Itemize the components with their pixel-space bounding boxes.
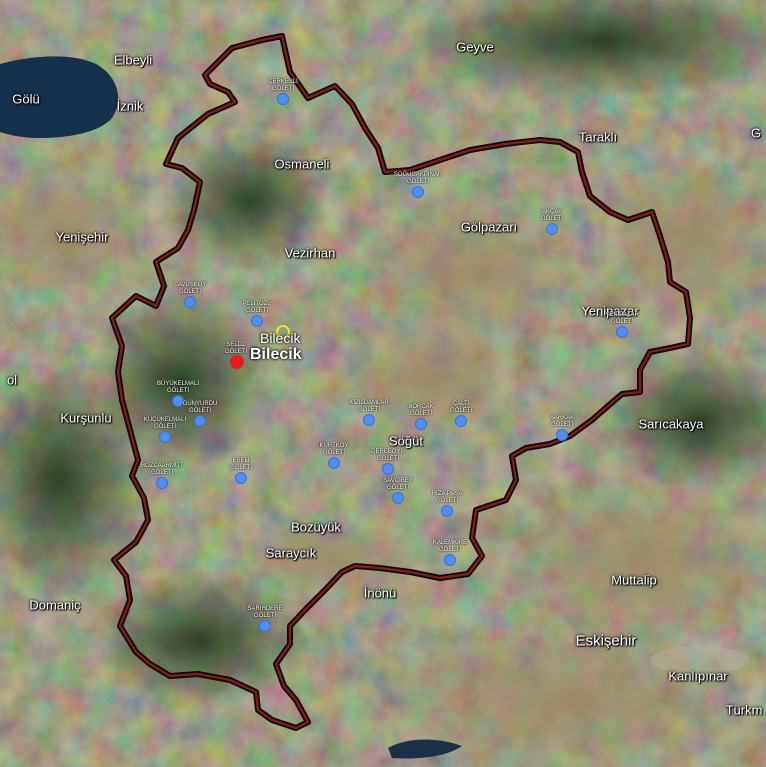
place-label-golpazari: Gölpazarı bbox=[460, 219, 518, 235]
dam-marker-kalemkire[interactable] bbox=[444, 554, 456, 566]
dam-marker-calti[interactable] bbox=[455, 415, 467, 427]
dam-label-eseli: ESELİ GÖLETİ bbox=[229, 458, 253, 471]
dam-label-sarihdere: SARIHDERE GÖLETİ bbox=[247, 606, 283, 619]
place-label-muttalip: Muttalip bbox=[611, 572, 657, 588]
dam-marker-akcay[interactable] bbox=[546, 223, 558, 235]
dam-label-cerkesli: ÇERKESLİ GÖLETİ bbox=[268, 79, 298, 92]
city-label-big: Bilecik bbox=[250, 346, 302, 363]
dam-label-kizildamlar: KIZILDAMLAR GÖLETİ bbox=[349, 400, 389, 413]
place-label-bozuyuk: Bozüyük bbox=[291, 519, 341, 535]
dam-label-kalemkire: KALEMKİRE GÖLETİ bbox=[432, 540, 468, 553]
dam-label-buyukelmali: BÜYÜKELMALI GÖLETİ bbox=[156, 381, 200, 394]
place-label-ol: ol bbox=[6, 372, 18, 388]
dam-label-kucukelmali: KÜÇÜKELMALI GÖLETİ bbox=[143, 417, 187, 430]
place-label-osmaneli: Osmaneli bbox=[274, 156, 330, 172]
place-label-sogut: Söğüt bbox=[389, 433, 423, 449]
dam-label-calti: ÇALTI GÖLETİ bbox=[449, 401, 473, 414]
dam-marker-borcak[interactable] bbox=[415, 418, 427, 430]
dam-label-yenipazar_d: YENİPAZAR GÖLETİ bbox=[605, 312, 639, 325]
dam-label-borcak: BORÇAK GÖLETİ bbox=[408, 404, 434, 417]
place-label-inonu: İnönü bbox=[363, 585, 397, 601]
place-label-elbeyli: Elbeyli bbox=[113, 52, 153, 68]
place-label-yenisehir: Yenişehir bbox=[55, 229, 109, 245]
dam-label-sarkak: ŞARKAK GÖLETİ bbox=[549, 415, 575, 428]
dam-label-dereboyu: DEREBOYU GÖLETİ bbox=[371, 449, 405, 462]
place-label-iznik: İznik bbox=[116, 98, 144, 114]
dam-label-savcibey: SAVCIBEY GÖLETİ bbox=[383, 478, 413, 491]
center-marker[interactable] bbox=[230, 355, 244, 369]
place-label-saraycik: Saraycık bbox=[265, 545, 317, 561]
place-label-g: G bbox=[750, 125, 762, 141]
dam-marker-dereboyu[interactable] bbox=[382, 463, 394, 475]
dam-marker-savcibey[interactable] bbox=[392, 492, 404, 504]
dam-marker-eseli[interactable] bbox=[235, 472, 247, 484]
dam-marker-sogucakpinar[interactable] bbox=[412, 186, 424, 198]
dam-label-pelitozu: PELİTÖZÜ GÖLETİ bbox=[242, 301, 272, 314]
city-center-ring[interactable] bbox=[276, 325, 290, 339]
place-label-yenipazar: Yenipazar bbox=[581, 303, 639, 319]
place-label-tarakli: Taraklı bbox=[578, 129, 618, 145]
dam-marker-cerkesli[interactable] bbox=[277, 93, 289, 105]
dam-marker-sarihdere[interactable] bbox=[259, 620, 271, 632]
dam-label-bozcaarmut: BOZCAARMUT GÖLETİ bbox=[141, 463, 183, 476]
dam-marker-rizapasa[interactable] bbox=[441, 505, 453, 517]
dam-marker-gunyurdu[interactable] bbox=[194, 415, 206, 427]
place-label-vezirhan: Vezirhan bbox=[284, 245, 336, 261]
dam-marker-kizildamlar[interactable] bbox=[363, 414, 375, 426]
dam-label-rizapasa: RIZA PAŞA GÖLETİ bbox=[431, 491, 463, 504]
dam-marker-kurtkoy[interactable] bbox=[328, 457, 340, 469]
place-label-eskisehir: Eskişehir bbox=[575, 632, 637, 650]
dam-label-kurtkoy: KURTKÖY GÖLETİ bbox=[319, 443, 349, 456]
place-label-turkm: Türkm bbox=[725, 702, 763, 718]
dam-marker-buyukelmali[interactable] bbox=[172, 395, 184, 407]
place-label-kanlipinar: Kanlıpınar bbox=[668, 668, 728, 684]
place-label-golu: Gölü bbox=[12, 91, 40, 107]
dam-marker-pelitozu[interactable] bbox=[251, 315, 263, 327]
place-label-kursunlu: Kurşunlu bbox=[60, 410, 112, 426]
place-label-geyve: Geyve bbox=[456, 39, 494, 55]
dam-marker-cavuskoy[interactable] bbox=[184, 296, 196, 308]
center-marker-label: SELDZ GÖLETİ bbox=[224, 342, 248, 355]
place-label-domanic: Domaniç bbox=[29, 597, 81, 613]
city-label-small: Bilecik bbox=[260, 330, 301, 346]
dam-marker-sarkak[interactable] bbox=[556, 429, 568, 441]
dam-label-cavuskoy: ÇAVUŞKÖY GÖLETİ bbox=[173, 282, 207, 295]
dam-marker-kucukelmali[interactable] bbox=[159, 431, 171, 443]
dam-marker-yenipazar_d[interactable] bbox=[616, 326, 628, 338]
dam-label-gunyurdu: GÜNYURDU GÖLETİ bbox=[182, 401, 218, 414]
dam-marker-bozcaarmut[interactable] bbox=[156, 477, 168, 489]
dam-label-akcay: AKÇAY GÖLETİ bbox=[540, 209, 564, 222]
dam-label-sogucakpinar: SOĞUCAKPINAR GÖLETİ bbox=[393, 172, 443, 185]
place-label-saricakaya: Sarıcakaya bbox=[638, 416, 704, 432]
